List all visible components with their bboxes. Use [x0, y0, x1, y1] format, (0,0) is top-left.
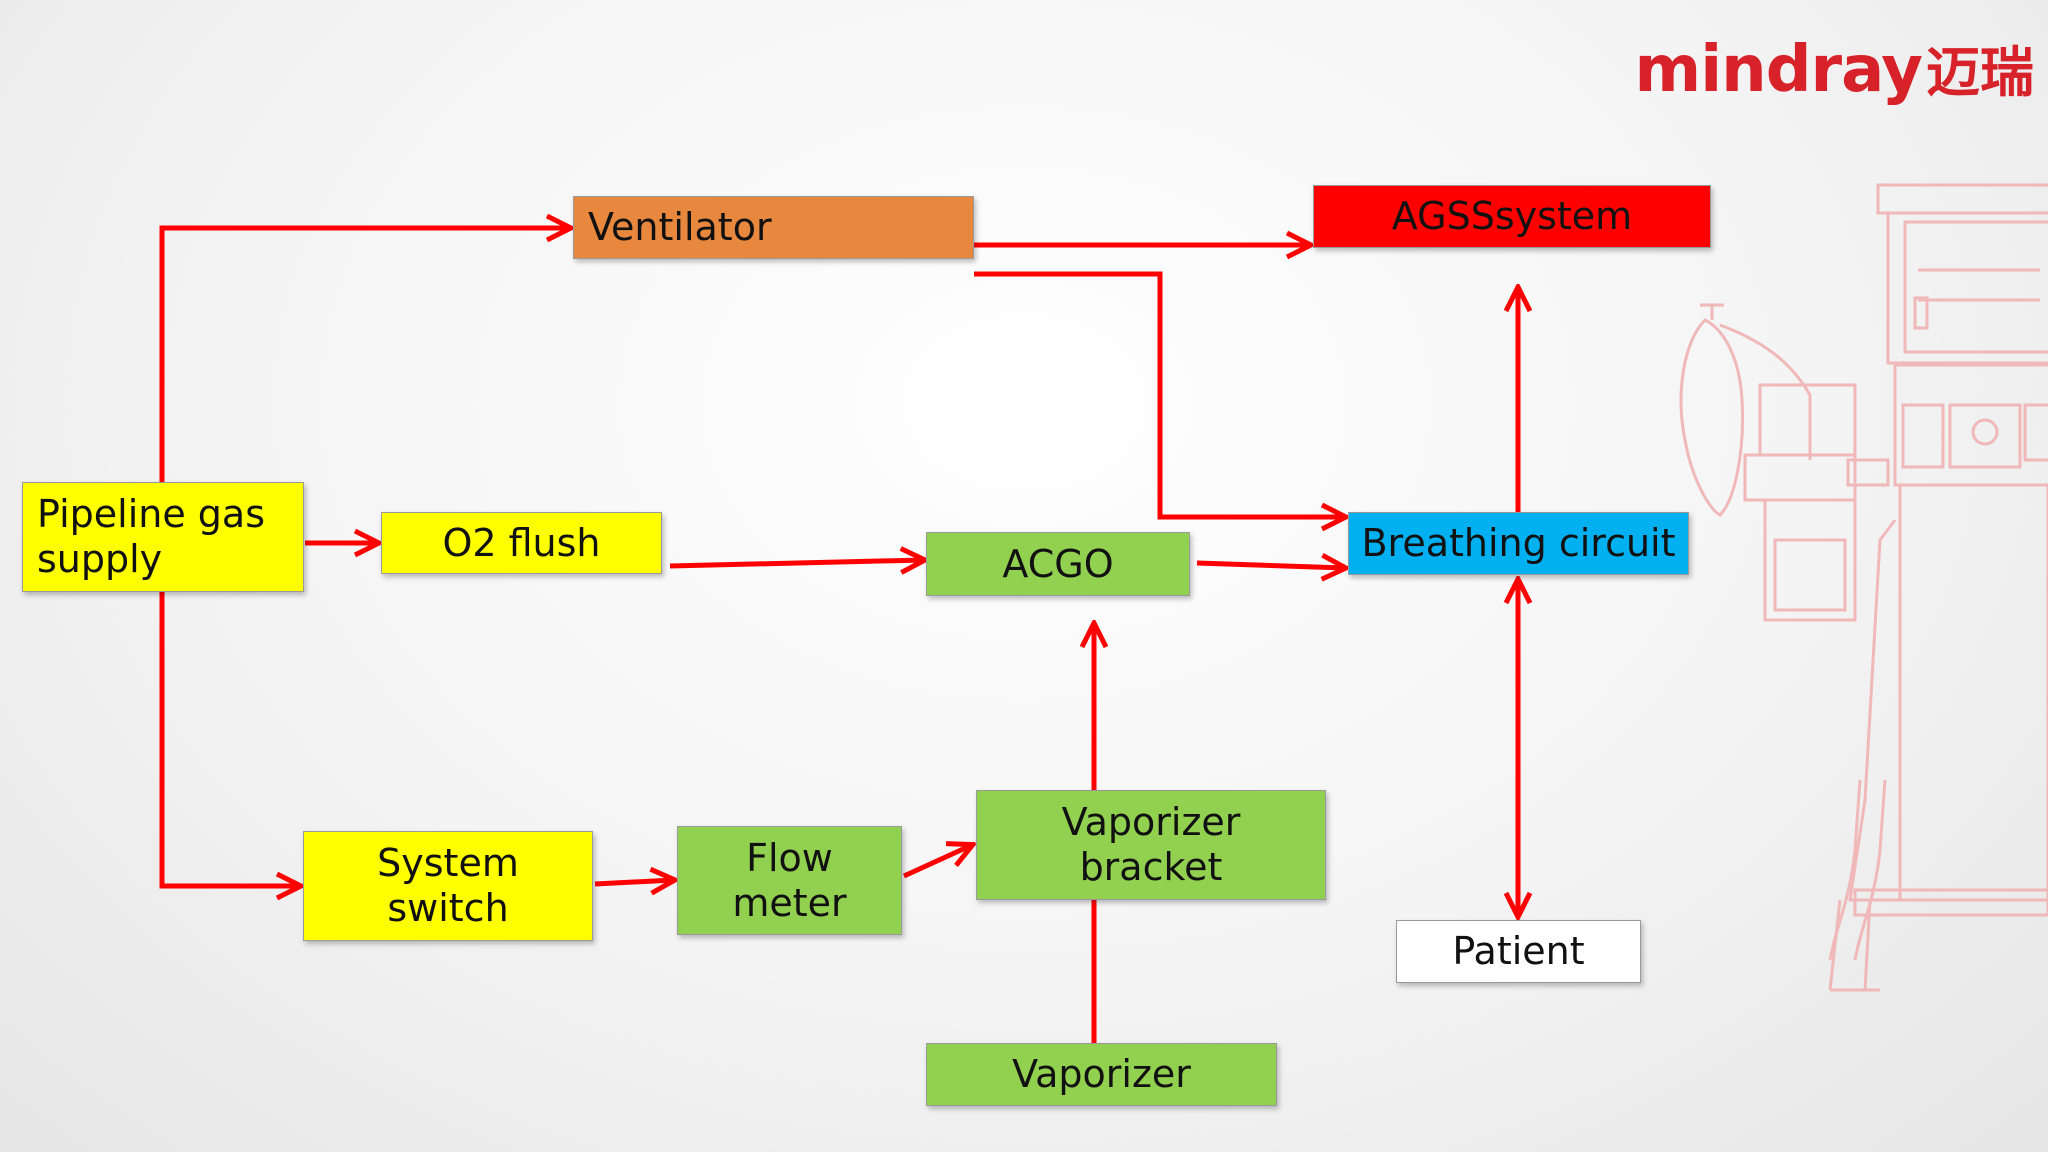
- arrow-flowmeter-bracket: [902, 845, 972, 879]
- node-label: ACGO: [1002, 541, 1114, 586]
- arrow-pipeline-systemswitch: [159, 592, 300, 886]
- node-patient: Patient: [1396, 920, 1641, 983]
- node-label: Patient: [1452, 929, 1585, 974]
- node-o2-flush: O2 flush: [381, 512, 662, 574]
- node-acgo: ACGO: [926, 532, 1190, 596]
- node-ventilator: Ventilator: [573, 196, 974, 259]
- node-label: Pipeline gas supply: [37, 492, 265, 581]
- arrow-acgo-breathing: [1196, 563, 1345, 568]
- node-label: Flow meter: [732, 835, 847, 925]
- node-flow-meter: Flow meter: [677, 826, 902, 935]
- node-breathing-circuit: Breathing circuit: [1348, 512, 1689, 575]
- node-label: Breathing circuit: [1361, 521, 1676, 566]
- arrow-pipeline-ventilator: [159, 228, 570, 482]
- node-label: O2 flush: [442, 520, 601, 565]
- mindray-logo: mindray迈瑞: [1635, 28, 2035, 107]
- node-system-switch: System switch: [303, 831, 593, 941]
- node-vaporizer-bracket: Vaporizer bracket: [976, 790, 1326, 900]
- logo-cn-text: 迈瑞: [1926, 41, 2034, 104]
- arrow-switch-flowmeter: [594, 880, 674, 884]
- node-vaporizer: Vaporizer: [926, 1043, 1277, 1106]
- node-label: AGSSsystem: [1391, 194, 1633, 239]
- node-pipeline-gas-supply: Pipeline gas supply: [22, 482, 304, 592]
- arrow-o2flush-acgo: [669, 560, 924, 566]
- node-label: Ventilator: [588, 205, 772, 250]
- arrow-ventilator-breathing: [974, 271, 1345, 517]
- node-label: Vaporizer bracket: [1061, 800, 1241, 889]
- node-label: Vaporizer: [1012, 1052, 1191, 1097]
- node-agss-system: AGSSsystem: [1313, 185, 1711, 248]
- logo-text: mindray: [1634, 33, 1923, 107]
- node-label: System switch: [377, 841, 519, 930]
